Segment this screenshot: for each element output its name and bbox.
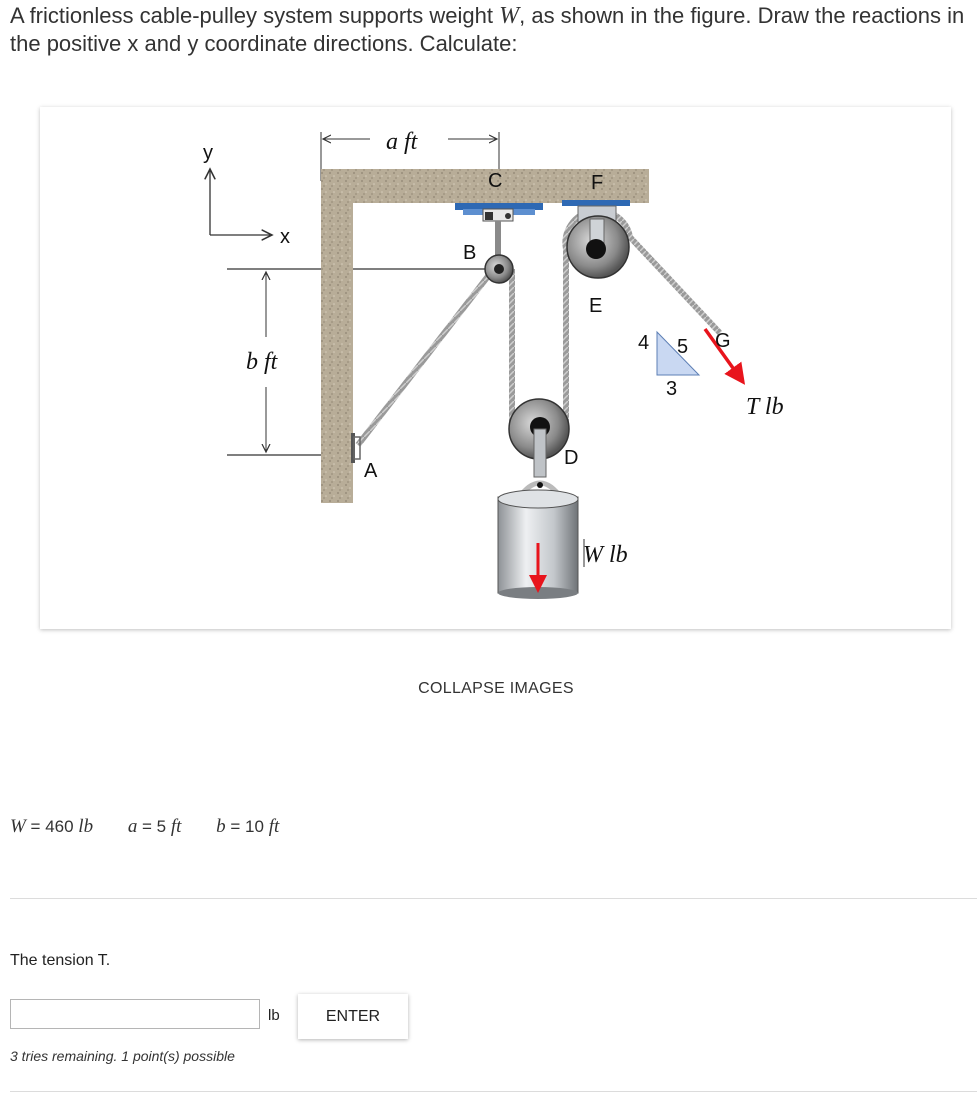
tries-remaining-text: 3 tries remaining. 1 point(s) possible xyxy=(10,1048,235,1064)
point-c-label: C xyxy=(488,170,502,192)
point-a-label: A xyxy=(364,460,378,482)
pulley-d-and-load: D W lb xyxy=(497,398,628,599)
answer-unit-label: lb xyxy=(268,1007,280,1024)
slope-3-label: 3 xyxy=(666,378,677,400)
problem-text-start: A frictionless cable-pulley system suppo… xyxy=(10,3,500,28)
problem-text-end: , as shown in the figure. Draw the react… xyxy=(10,3,965,56)
anchor-a: A xyxy=(351,433,378,482)
given-b: b = 10 ft xyxy=(216,816,280,837)
problem-statement: A frictionless cable-pulley system suppo… xyxy=(10,2,975,58)
pulley-e-assembly: F E xyxy=(562,172,630,317)
dimension-b-label: b ft xyxy=(246,349,279,375)
divider-top xyxy=(10,898,977,899)
divider-bottom xyxy=(10,1091,977,1092)
coordinate-axes: y x xyxy=(203,142,290,248)
collapse-images-link[interactable]: COLLAPSE IMAGES xyxy=(418,680,574,697)
weight-variable: W xyxy=(499,3,520,29)
point-b-label: B xyxy=(463,242,476,264)
axis-y-label: y xyxy=(203,142,213,164)
given-w: W = 460 lb xyxy=(10,816,94,837)
tension-answer-input[interactable] xyxy=(10,999,260,1029)
enter-button[interactable]: ENTER xyxy=(298,994,408,1039)
point-d-label: D xyxy=(564,447,578,469)
point-g-label: G xyxy=(715,330,731,352)
figure-card: y x a ft b ft xyxy=(40,107,951,629)
weight-label: W lb xyxy=(583,542,628,568)
point-f-label: F xyxy=(591,172,603,194)
axis-x-label: x xyxy=(280,226,290,248)
given-a: a = 5 ft xyxy=(127,816,182,837)
dimension-b: b ft xyxy=(227,268,502,456)
question-label: The tension T. xyxy=(10,952,111,969)
dimension-a: a ft xyxy=(320,129,500,181)
slope-4-label: 4 xyxy=(638,332,649,354)
tension-arrow: G T lb xyxy=(703,327,784,420)
pulley-b-assembly: C B xyxy=(455,170,543,284)
point-e-label: E xyxy=(589,295,602,317)
dimension-a-label: a ft xyxy=(386,129,419,155)
pulley-system-figure: y x a ft b ft xyxy=(203,129,784,599)
slope-triangle: 4 5 3 xyxy=(638,330,701,400)
tension-label: T lb xyxy=(746,394,784,420)
wall-and-ceiling xyxy=(321,169,649,503)
given-values: W = 460 lb a = 5 ft b = 10 ft xyxy=(10,816,309,838)
slope-5-label: 5 xyxy=(677,336,688,358)
